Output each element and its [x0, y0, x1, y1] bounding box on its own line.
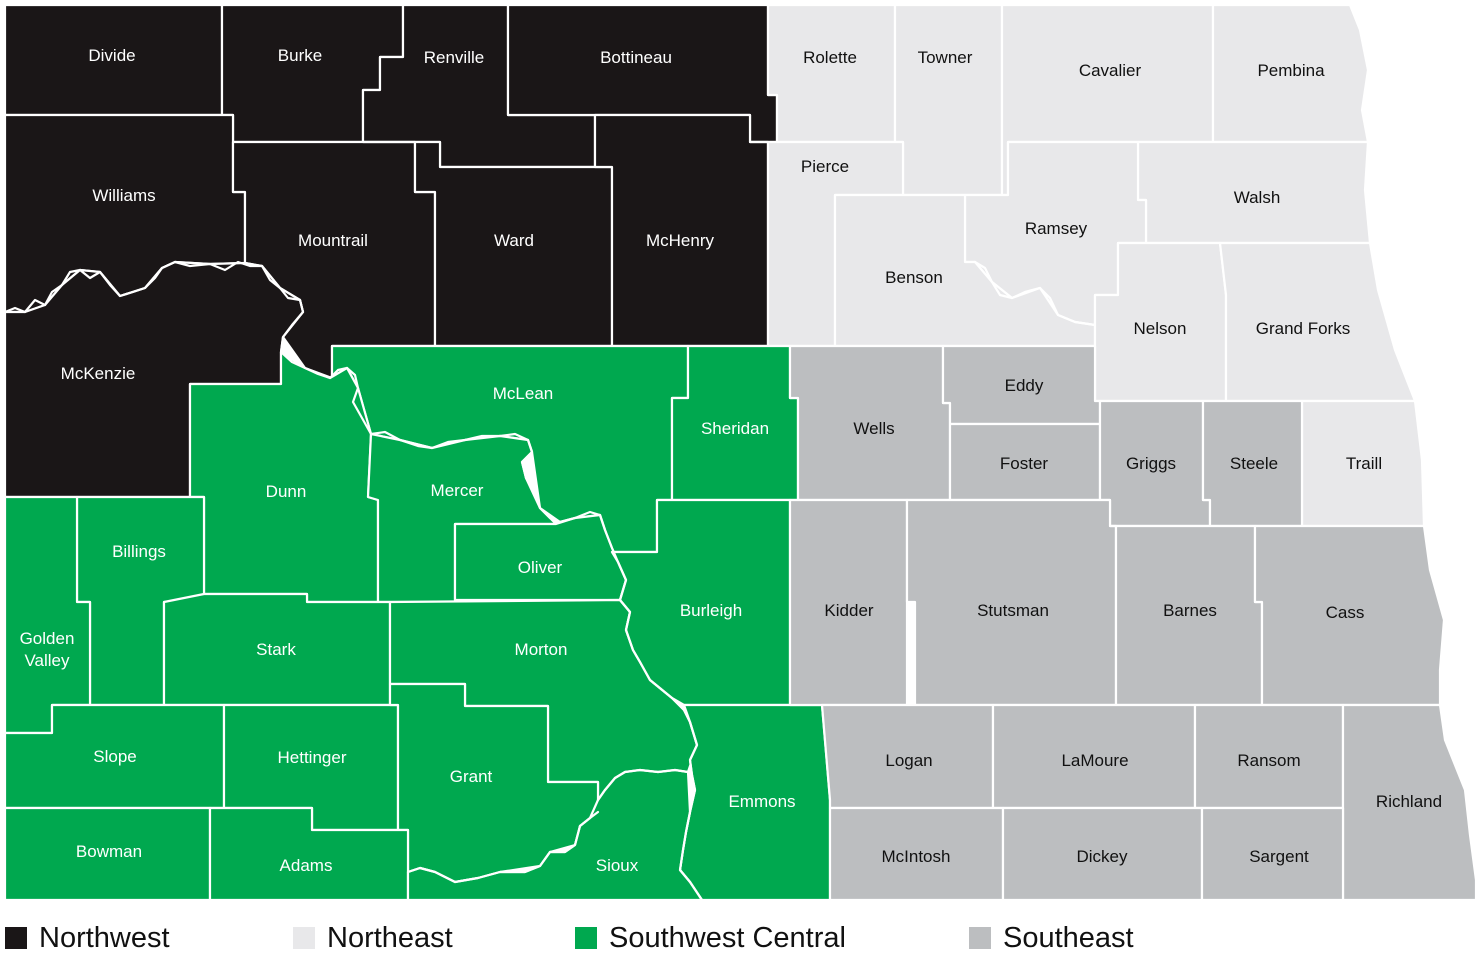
county-label-griggs: Griggs [1126, 454, 1176, 473]
county-label-mcintosh: McIntosh [882, 847, 951, 866]
county-label-oliver: Oliver [518, 558, 563, 577]
county-sargent [1200, 806, 1345, 902]
legend-swatch-southeast [969, 927, 991, 949]
legend-swatch-southwest-central [575, 927, 597, 949]
legend-item-southeast: Southeast [969, 918, 1134, 958]
county-label-slope: Slope [93, 747, 136, 766]
county-golden-valley [3, 495, 92, 735]
county-label-sheridan: Sheridan [701, 419, 769, 438]
county-label-dickey: Dickey [1076, 847, 1128, 866]
county-adams [208, 806, 410, 902]
county-label-cass: Cass [1326, 603, 1365, 622]
legend: Northwest Northeast Southwest Central So… [0, 918, 1476, 963]
county-label-morton: Morton [515, 640, 568, 659]
county-label-wells: Wells [853, 419, 894, 438]
legend-label-southwest-central: Southwest Central [609, 921, 846, 954]
county-label-renville: Renville [424, 48, 484, 67]
county-label-logan: Logan [885, 751, 932, 770]
county-richland [1341, 703, 1476, 902]
sheyenne-river [973, 260, 1097, 327]
county-label-benson: Benson [885, 268, 943, 287]
county-label-emmons: Emmons [728, 792, 795, 811]
county-label-mchenry: McHenry [646, 231, 715, 250]
county-towner [893, 3, 1004, 197]
county-label-grant: Grant [450, 767, 493, 786]
legend-swatch-northeast [293, 927, 315, 949]
county-label-walsh: Walsh [1234, 188, 1281, 207]
county-label-cavalier: Cavalier [1079, 61, 1142, 80]
legend-label-southeast: Southeast [1003, 921, 1134, 954]
county-label-stark: Stark [256, 640, 296, 659]
county-label-steele: Steele [1230, 454, 1278, 473]
missouri-river-upper [3, 260, 704, 902]
legend-swatch-northwest [5, 927, 27, 949]
county-label-kidder: Kidder [824, 601, 873, 620]
cannonball-river [596, 768, 690, 802]
county-label-burke: Burke [278, 46, 322, 65]
county-label-pembina: Pembina [1257, 61, 1325, 80]
county-label-dunn: Dunn [266, 482, 307, 501]
county-rolette [766, 3, 897, 144]
county-label-ward: Ward [494, 231, 534, 250]
county-label-ramsey: Ramsey [1025, 219, 1088, 238]
county-label-eddy: Eddy [1005, 376, 1044, 395]
north-dakota-regions-map: Divide Burke Renville BottineauWilliamsMoun… [3, 3, 1476, 902]
county-label-rolette: Rolette [803, 48, 857, 67]
county-label-sargent: Sargent [1249, 847, 1309, 866]
county-label-traill: Traill [1346, 454, 1382, 473]
legend-item-southwest-central: Southwest Central [575, 918, 846, 958]
legend-label-northwest: Northwest [39, 921, 170, 954]
county-label-burleigh: Burleigh [680, 601, 742, 620]
legend-item-northwest: Northwest [5, 918, 170, 958]
county-label-lamoure: LaMoure [1061, 751, 1128, 770]
county-label-mclean: McLean [493, 384, 553, 403]
county-label-grand-forks: Grand Forks [1256, 319, 1350, 338]
heart-river [406, 810, 600, 884]
legend-item-northeast: Northeast [293, 918, 453, 958]
county-label-stutsman: Stutsman [977, 601, 1049, 620]
county-label-barnes: Barnes [1163, 601, 1217, 620]
county-dunn [188, 350, 380, 604]
county-label-williams: Williams [92, 186, 155, 205]
county-label-divide: Divide [88, 46, 135, 65]
county-label-sioux: Sioux [596, 856, 639, 875]
county-label-adams: Adams [280, 856, 333, 875]
county-label-richland: Richland [1376, 792, 1442, 811]
county-label-mercer: Mercer [431, 481, 484, 500]
county-label-hettinger: Hettinger [278, 748, 347, 767]
legend-label-northeast: Northeast [327, 921, 453, 954]
county-label-nelson: Nelson [1134, 319, 1187, 338]
county-label-bottineau: Bottineau [600, 48, 672, 67]
county-label-mountrail: Mountrail [298, 231, 368, 250]
county-label-mckenzie: McKenzie [61, 364, 136, 383]
county-label-foster: Foster [1000, 454, 1049, 473]
county-label-bowman: Bowman [76, 842, 142, 861]
county-label-pierce: Pierce [801, 157, 849, 176]
county-grand-forks [1218, 241, 1417, 403]
county-label-ransom: Ransom [1237, 751, 1300, 770]
county-label-billings: Billings [112, 542, 166, 561]
county-cass [1253, 524, 1446, 707]
county-label-towner: Towner [918, 48, 973, 67]
